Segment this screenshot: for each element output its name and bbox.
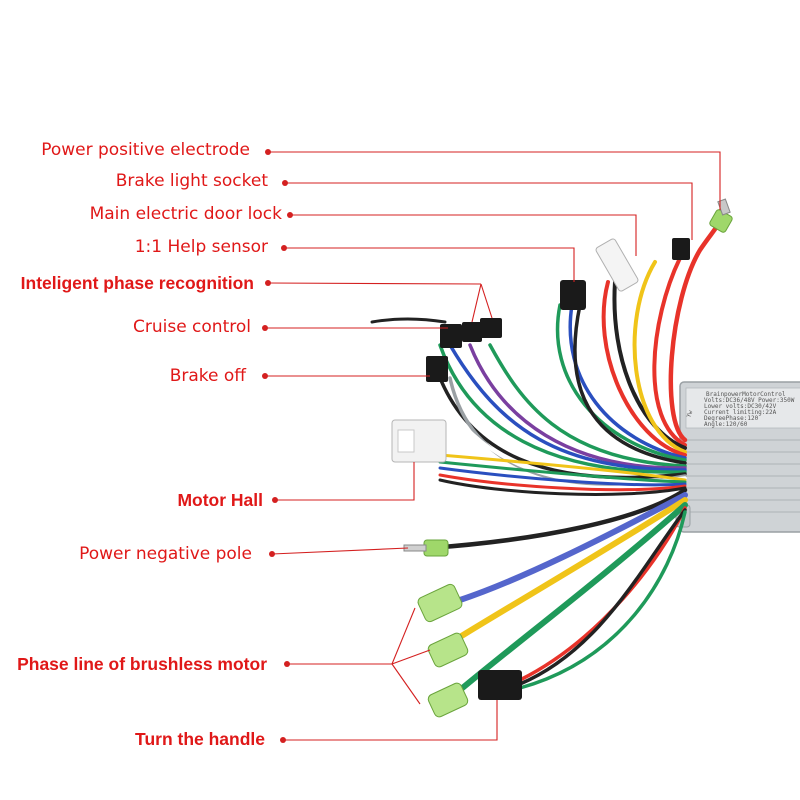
plate-line-6: Angle:120/60 xyxy=(704,421,748,428)
label-phase-line: Phase line of brushless motor xyxy=(17,654,267,674)
plate-line-4: Current limiting:22A xyxy=(704,409,777,416)
label-help-sensor: 1:1 Help sensor xyxy=(134,237,268,257)
plate-line-2: Volts:DC36/48V Power:350W xyxy=(704,397,795,404)
leader-dots xyxy=(262,149,293,743)
plate-line-5: DegreePhase:120 xyxy=(704,415,759,422)
plate-line-1: BrainpowerMotorControl xyxy=(706,391,786,398)
leader-lines xyxy=(265,151,721,741)
connectors xyxy=(391,198,733,718)
label-cruise: Cruise control xyxy=(132,317,251,337)
controller-box: BrainpowerMotorControl Volts:DC36/48V Po… xyxy=(675,381,800,533)
label-brake-off: Brake off xyxy=(169,366,246,386)
label-power-positive: Power positive electrode xyxy=(41,140,250,160)
wire-bundle xyxy=(370,212,725,693)
label-door-lock: Main electric door lock xyxy=(89,204,282,224)
label-brake-light: Brake light socket xyxy=(115,171,268,191)
plate-logo: Yw xyxy=(685,409,694,419)
label-motor-hall: Motor Hall xyxy=(177,490,263,510)
label-negative: Power negative pole xyxy=(79,544,252,564)
label-handle: Turn the handle xyxy=(135,729,265,749)
power-positive-terminal xyxy=(709,198,733,233)
label-phase-recognition: Inteligent phase recognition xyxy=(20,273,254,293)
plate-line-3: Lower volts:DC30/42V xyxy=(704,403,777,410)
